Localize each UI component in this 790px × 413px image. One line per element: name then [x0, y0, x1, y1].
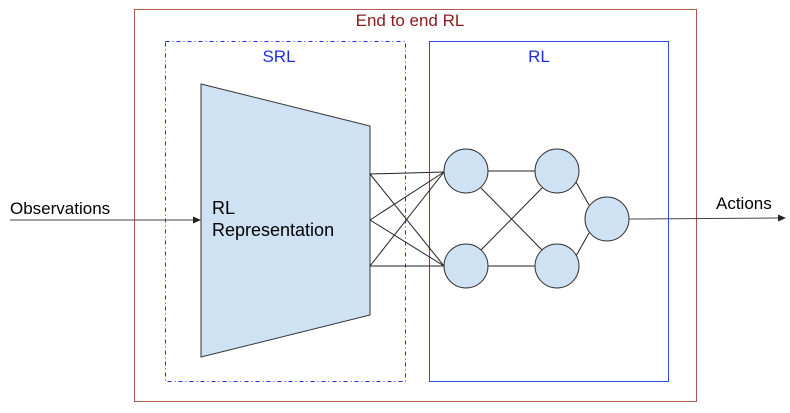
connection-line: [369, 173, 445, 267]
network-nodes: [443, 148, 630, 289]
network-node: [534, 148, 580, 194]
actions-label: Actions: [716, 194, 772, 213]
encoder-label-line2: Representation: [212, 220, 334, 240]
end-to-end-rl-title: End to end RL: [356, 11, 465, 30]
network-edges: [480, 170, 590, 267]
encoder-label-line1: RL: [212, 198, 235, 218]
end-to-end-rl-box: [134, 9, 697, 402]
network-node: [534, 243, 580, 289]
connection-line: [369, 171, 445, 175]
network-node: [443, 243, 489, 289]
srl-box: [165, 41, 406, 382]
connection-line: [369, 219, 445, 267]
network-node: [584, 196, 630, 242]
actions-arrow-line: [628, 217, 780, 220]
network-node: [443, 148, 489, 194]
network-edge: [575, 232, 590, 257]
encoder-to-network-connections: [369, 171, 445, 267]
network-edge: [480, 187, 543, 251]
connection-line: [369, 171, 445, 267]
rl-title: RL: [528, 47, 550, 66]
actions-arrowhead: [778, 214, 786, 222]
rl-box: [429, 41, 669, 382]
representation-encoder: [200, 83, 371, 358]
network-edge: [575, 181, 590, 206]
observations-label: Observations: [10, 199, 110, 218]
srl-title: SRL: [262, 47, 295, 66]
observations-arrowhead: [193, 216, 201, 224]
connection-line: [369, 171, 445, 221]
